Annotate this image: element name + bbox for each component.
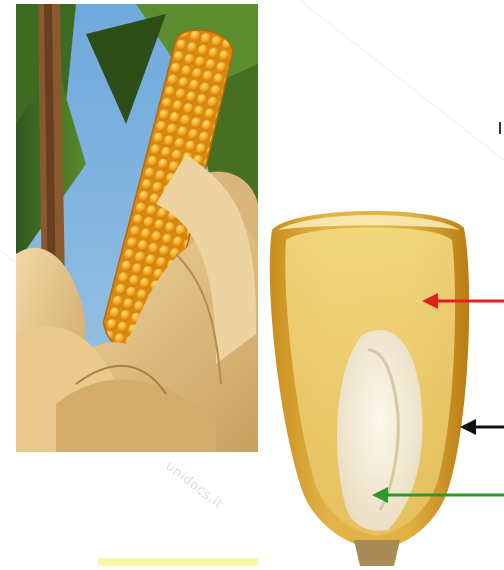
watermark-line [299,0,504,161]
corn-kernel-cross-section [252,200,504,566]
red-arrow [422,290,504,312]
watermark-text: unidocs.it [163,459,226,513]
edge-mark [494,118,504,138]
highlight-strip [98,558,258,566]
green-arrow [372,484,504,506]
corn-cob-photo [16,4,258,452]
black-arrow [460,416,504,438]
